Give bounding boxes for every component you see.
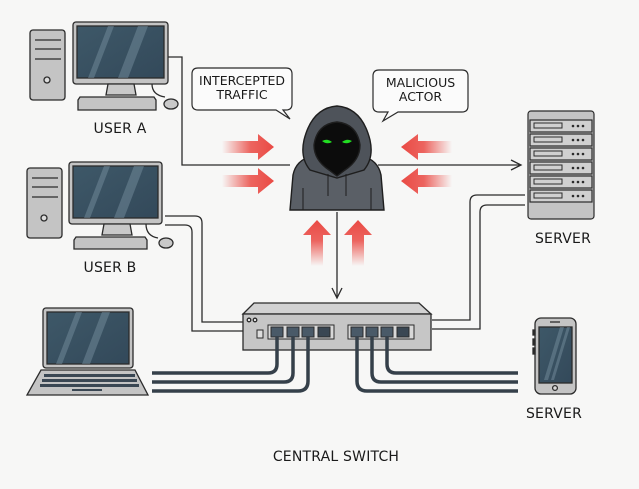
traffic-arrow-up-2 bbox=[344, 220, 372, 266]
callout-intercepted-line1: INTERCEPTED bbox=[199, 73, 285, 88]
arrowhead-switch bbox=[331, 287, 343, 300]
cable-left-2 bbox=[152, 337, 295, 384]
callout-malicious-text: MALICIOUS ACTOR bbox=[373, 76, 468, 104]
pc-tower bbox=[26, 167, 63, 239]
traffic-arrows bbox=[222, 134, 452, 266]
connection-lines bbox=[165, 56, 525, 332]
server-phone-label: SERVER bbox=[525, 406, 583, 422]
switch-cables bbox=[152, 337, 518, 393]
link-server-switch-1 bbox=[432, 194, 525, 321]
pc-tower bbox=[29, 29, 66, 101]
user-b-computer-icon bbox=[26, 161, 174, 250]
link-user-a-attacker bbox=[168, 56, 290, 166]
cable-right-1 bbox=[355, 337, 518, 393]
traffic-arrow-left-1 bbox=[401, 134, 452, 160]
switch-ports-right bbox=[347, 324, 415, 340]
callout-malicious-line2: ACTOR bbox=[398, 89, 443, 104]
face-shadow bbox=[313, 121, 361, 177]
callout-malicious-actor bbox=[372, 69, 469, 123]
cable-right-3 bbox=[385, 337, 518, 375]
user-a-label: USER A bbox=[93, 121, 147, 137]
arrowhead-server bbox=[510, 159, 523, 171]
hooded-hacker-icon bbox=[289, 105, 385, 211]
eye-left bbox=[322, 139, 332, 144]
switch-top bbox=[241, 302, 433, 315]
link-user-b-switch-1 bbox=[165, 215, 243, 323]
laptop-icon bbox=[25, 307, 150, 396]
network-switch-icon bbox=[241, 302, 433, 351]
callout-intercepted-text: INTERCEPTED TRAFFIC bbox=[192, 74, 292, 102]
cable-right-2 bbox=[370, 337, 518, 384]
cable-left-3 bbox=[152, 337, 310, 393]
traffic-arrow-left-2 bbox=[401, 168, 452, 194]
smartphone-icon bbox=[532, 317, 577, 395]
traffic-arrow-up-1 bbox=[303, 220, 331, 266]
cable-left-1 bbox=[152, 337, 279, 375]
user-b-label: USER B bbox=[83, 260, 137, 276]
link-server-switch-2 bbox=[432, 204, 525, 330]
callout-intercepted-traffic bbox=[191, 67, 293, 120]
eye-right bbox=[342, 139, 352, 144]
server-rack-icon bbox=[527, 110, 595, 220]
traffic-arrow-right-2 bbox=[222, 168, 274, 194]
callout-malicious-line1: MALICIOUS bbox=[385, 75, 456, 90]
link-user-b-switch-2 bbox=[165, 224, 243, 332]
callout-intercepted-line2: TRAFFIC bbox=[216, 87, 268, 102]
traffic-arrow-right-1 bbox=[222, 134, 274, 160]
switch-ports-left bbox=[267, 324, 335, 340]
central-switch-label: CENTRAL SWITCH bbox=[272, 449, 400, 465]
user-a-computer-icon bbox=[29, 21, 179, 111]
server-rack-label: SERVER bbox=[534, 231, 592, 247]
